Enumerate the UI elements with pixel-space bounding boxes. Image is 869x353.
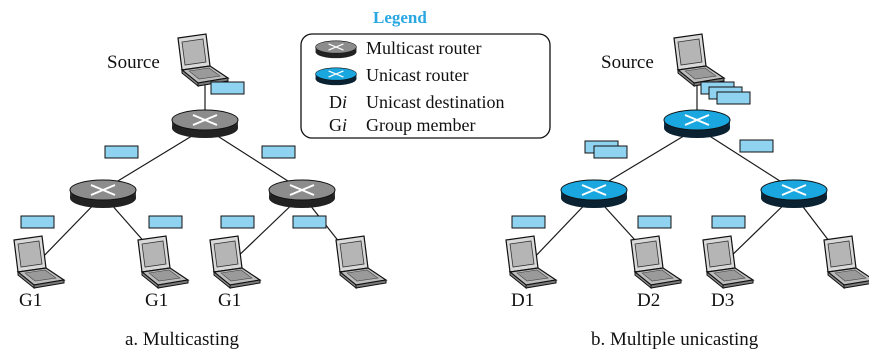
caption-multicasting: a. Multicasting xyxy=(125,329,239,350)
destination-laptop-icon xyxy=(702,235,754,289)
member-laptop-icon xyxy=(13,235,65,289)
multicast-router-icon xyxy=(314,40,358,59)
packet-icon xyxy=(210,81,245,95)
destination-laptop-icon xyxy=(505,235,557,289)
unicast-router-icon xyxy=(560,179,628,209)
multicasting-diagram: Source G1 G1 G1 a. Multicasting xyxy=(13,33,387,350)
packet-icon xyxy=(104,145,139,159)
legend-symbol-group: Gi xyxy=(329,115,347,135)
packet-icon xyxy=(711,215,746,229)
destination-label: D3 xyxy=(711,290,734,311)
legend-label-group-member: Group member xyxy=(366,115,475,135)
multicast-router-icon xyxy=(171,109,239,139)
member-label: G1 xyxy=(218,290,241,311)
destination-label: D1 xyxy=(511,290,534,311)
legend-box xyxy=(300,33,551,139)
destination-label: D2 xyxy=(637,290,660,311)
unicast-router-icon xyxy=(663,109,731,139)
legend-label-unicast-destination: Unicast destination xyxy=(366,92,504,112)
source-laptop-icon xyxy=(673,33,725,87)
packets-three-icon xyxy=(700,81,751,105)
destination-laptop-icon xyxy=(630,235,682,289)
legend-label-unicast-router: Unicast router xyxy=(366,65,468,85)
multicast-router-icon xyxy=(69,179,137,209)
packet-icon xyxy=(292,215,327,229)
member-laptop-icon xyxy=(335,235,387,289)
legend: Legend Multicast router Unicast router D… xyxy=(300,8,551,139)
member-label: G1 xyxy=(145,290,168,311)
packet-icon xyxy=(220,215,255,229)
multiple-unicasting-diagram: Source D1 D2 D3 b. Multiple unicasting xyxy=(505,33,869,350)
packet-icon xyxy=(637,215,672,229)
unicast-router-icon xyxy=(314,67,358,86)
packet-icon xyxy=(261,145,296,159)
packet-icon xyxy=(148,215,183,229)
member-label: G1 xyxy=(19,290,42,311)
packet-icon xyxy=(20,215,55,229)
member-laptop-icon xyxy=(209,235,261,289)
multicast-router-icon xyxy=(268,179,336,209)
unicast-router-icon xyxy=(760,179,828,209)
caption-multiple-unicasting: b. Multiple unicasting xyxy=(591,329,759,350)
packet-icon xyxy=(511,215,546,229)
legend-title: Legend xyxy=(373,8,427,27)
links-b xyxy=(529,78,846,263)
legend-symbol-destination: Di xyxy=(329,92,347,112)
source-laptop-icon xyxy=(177,33,229,87)
member-laptop-icon xyxy=(137,235,189,289)
packet-icon xyxy=(739,139,774,153)
legend-label-multicast-router: Multicast router xyxy=(366,38,481,58)
laptop-icon xyxy=(823,235,869,289)
source-label: Source xyxy=(601,52,654,73)
packets-two-icon xyxy=(584,140,628,159)
source-label: Source xyxy=(107,52,160,73)
